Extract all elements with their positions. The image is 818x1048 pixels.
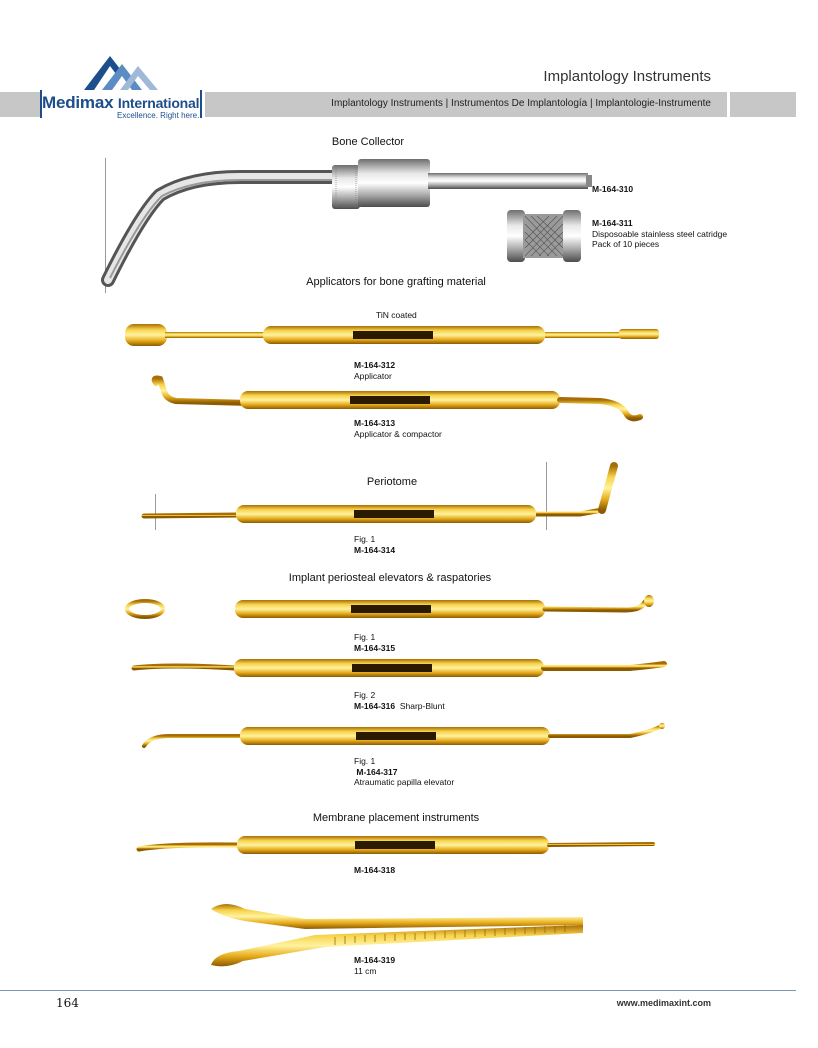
fig-314: Fig. 1 bbox=[354, 534, 376, 544]
code-313: M-164-313 bbox=[354, 418, 396, 428]
brand-name: Medimax bbox=[42, 93, 114, 112]
page-subtitle: Implantology Instruments | Instrumentos … bbox=[331, 98, 711, 109]
desc-312: Applicator bbox=[354, 370, 392, 381]
label-318: M-164-318 bbox=[354, 865, 395, 876]
desc-313: Applicator & compactor bbox=[354, 428, 442, 439]
desc-316: Sharp-Blunt bbox=[399, 700, 445, 711]
periotome-image bbox=[141, 462, 618, 523]
code-312: M-164-312 bbox=[354, 360, 396, 370]
code-310: M-164-310 bbox=[592, 184, 634, 194]
desc-311-line1: Disposoable stainless steel catridge bbox=[592, 228, 728, 239]
code-319: M-164-319 bbox=[354, 955, 396, 965]
code-316: M-164-316 bbox=[354, 700, 396, 711]
code-315: M-164-315 bbox=[354, 642, 396, 653]
code-317: M-164-317 bbox=[356, 766, 398, 777]
label-314: Fig. 1 M-164-314 bbox=[354, 534, 395, 555]
label-316: Fig. 2 M-164-316 Sharp-Blunt bbox=[354, 690, 445, 711]
label-312: M-164-312 Applicator bbox=[354, 360, 395, 381]
elevator-315-image bbox=[125, 595, 654, 619]
medimax-logo-icon bbox=[84, 56, 158, 90]
page-title: Implantology Instruments bbox=[543, 68, 711, 85]
label-319: M-164-319 11 cm bbox=[354, 955, 395, 976]
header-bar bbox=[205, 92, 727, 117]
label-317: Fig. 1 M-164-317 Atraumatic papilla elev… bbox=[354, 756, 454, 788]
desc-319: 11 cm bbox=[354, 965, 377, 976]
label-315: Fig. 1 M-164-315 bbox=[354, 632, 395, 653]
fig-316: Fig. 2 bbox=[354, 690, 376, 700]
brand-logo: Medimax International Excellence. Right … bbox=[42, 93, 200, 120]
fig-315: Fig. 1 bbox=[354, 632, 376, 642]
tin-coated-note: TiN coated bbox=[376, 310, 417, 320]
logo-divider-right bbox=[200, 90, 202, 118]
page-number: 164 bbox=[56, 996, 79, 1010]
section-title-elevators: Implant periosteal elevators & raspatori… bbox=[288, 572, 492, 584]
elevator-316-image bbox=[131, 659, 667, 677]
header-bar-left bbox=[0, 92, 40, 117]
code-318: M-164-318 bbox=[354, 865, 396, 875]
brand-suffix: International bbox=[117, 95, 200, 111]
section-title-periotome: Periotome bbox=[366, 476, 418, 488]
desc-317: Atraumatic papilla elevator bbox=[354, 777, 455, 787]
label-311: M-164-311 Disposoable stainless steel ca… bbox=[592, 218, 727, 250]
brand-tagline: Excellence. Right here. bbox=[117, 111, 200, 120]
bone-collector-image bbox=[101, 159, 592, 287]
elevator-317-image bbox=[142, 723, 665, 748]
fig-317: Fig. 1 bbox=[354, 756, 376, 766]
applicator-313-image bbox=[151, 375, 643, 422]
code-314: M-164-314 bbox=[354, 544, 396, 555]
footer-divider bbox=[0, 990, 796, 991]
divider-line bbox=[155, 494, 156, 530]
divider-line bbox=[546, 462, 547, 530]
header-bar-right bbox=[730, 92, 796, 117]
footer-url[interactable]: www.medimaxint.com bbox=[616, 998, 711, 1008]
cartridge-image bbox=[507, 210, 581, 262]
section-title-membrane: Membrane placement instruments bbox=[312, 812, 480, 824]
desc-311-line2: Pack of 10 pieces bbox=[592, 239, 660, 249]
tweezers-319-image bbox=[211, 904, 583, 967]
label-313: M-164-313 Applicator & compactor bbox=[354, 418, 442, 439]
membrane-318-image bbox=[136, 836, 655, 854]
section-title-applicators: Applicators for bone grafting material bbox=[306, 276, 486, 288]
divider-line bbox=[105, 158, 106, 293]
logo-divider-left bbox=[40, 90, 42, 118]
code-311: M-164-311 bbox=[592, 218, 633, 228]
section-title-bone-collector: Bone Collector bbox=[331, 136, 405, 148]
applicator-312-image bbox=[125, 324, 659, 346]
